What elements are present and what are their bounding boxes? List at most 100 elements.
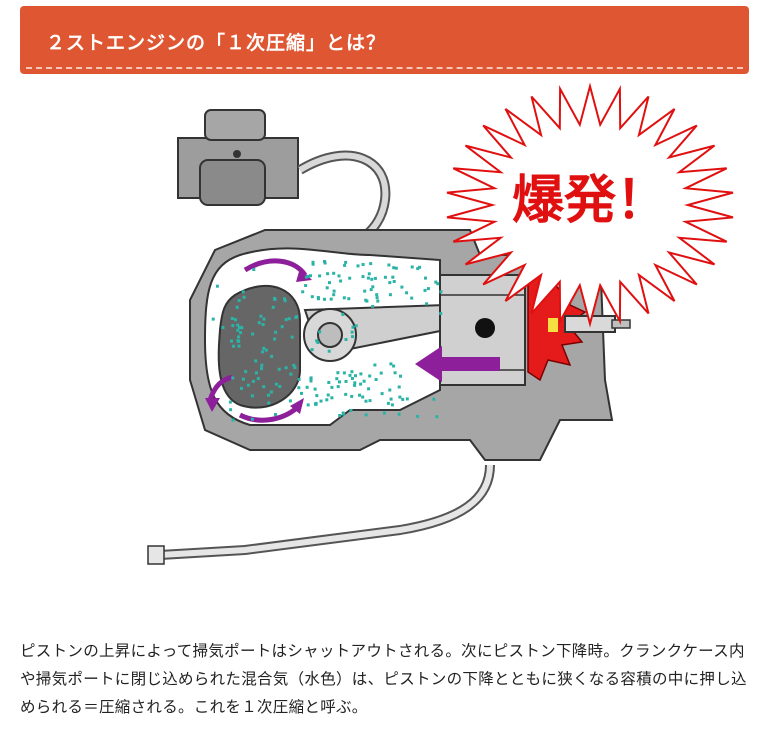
mixture-dot xyxy=(255,371,258,375)
mixture-dot xyxy=(423,288,427,292)
mixture-dot xyxy=(347,297,351,301)
mixture-dot xyxy=(267,393,270,397)
exhaust-pipe xyxy=(147,464,495,565)
mixture-dot xyxy=(241,377,245,381)
mixture-dot xyxy=(283,297,286,301)
mixture-dot xyxy=(401,397,405,401)
mixture-dot xyxy=(309,379,313,383)
mixture-dot xyxy=(386,401,390,405)
mixture-dot xyxy=(315,339,319,343)
mixture-dot xyxy=(310,348,314,352)
mixture-dot xyxy=(439,290,443,294)
mixture-dot xyxy=(242,295,246,299)
mixture-dot xyxy=(389,362,393,366)
mixture-dot xyxy=(328,281,331,285)
mixture-dot xyxy=(280,325,284,329)
mixture-dot xyxy=(364,413,368,417)
mixture-dot xyxy=(373,276,377,280)
mixture-dot xyxy=(264,348,268,352)
mixture-dot xyxy=(325,286,329,290)
mixture-dot xyxy=(318,330,322,334)
mixture-dot xyxy=(418,265,422,269)
mixture-dot xyxy=(237,299,241,302)
mixture-dot xyxy=(350,330,354,334)
mixture-dot xyxy=(350,377,354,380)
mixture-dot xyxy=(327,349,331,353)
crank-flywheel xyxy=(217,285,301,409)
mixture-dot xyxy=(350,394,354,398)
mixture-dot xyxy=(434,280,438,284)
mixture-dot xyxy=(319,399,323,403)
mixture-dot xyxy=(388,281,392,285)
mixture-dot xyxy=(231,376,235,380)
mixture-dot xyxy=(393,371,397,375)
mixture-dot xyxy=(373,363,377,367)
mixture-dot xyxy=(362,379,366,383)
mixture-dot xyxy=(342,371,346,375)
mixture-dot xyxy=(318,274,322,278)
mixture-dot xyxy=(327,381,331,384)
mixture-dot xyxy=(366,276,370,280)
mixture-dot xyxy=(244,370,248,374)
mixture-dot xyxy=(211,317,215,321)
mixture-dot xyxy=(237,326,241,330)
section-header: ２ストエンジンの「１次圧縮」とは？ xyxy=(20,6,749,74)
mixture-dot xyxy=(215,284,219,288)
mixture-dot xyxy=(350,370,354,374)
mixture-dot xyxy=(330,396,334,400)
mixture-dot xyxy=(394,266,398,270)
mixture-dot xyxy=(359,382,363,386)
mixture-dot xyxy=(229,408,233,412)
section-title: ２ストエンジンの「１次圧縮」とは？ xyxy=(46,32,387,54)
mixture-dot xyxy=(287,317,291,321)
mixture-dot xyxy=(336,385,340,389)
mixture-dot xyxy=(292,363,296,367)
mixture-dot xyxy=(368,374,372,378)
mixture-dot xyxy=(232,344,235,348)
mixture-dot xyxy=(361,395,365,399)
mixture-dot xyxy=(436,282,440,286)
mixture-dot xyxy=(325,398,329,402)
mixture-dot xyxy=(240,326,244,330)
mixture-dot xyxy=(363,289,367,293)
mixture-dot xyxy=(316,296,320,299)
mixture-dot xyxy=(344,260,348,264)
mixture-dot xyxy=(236,323,240,327)
flow-arrows xyxy=(205,258,500,423)
mixture-dot xyxy=(425,302,429,306)
burst-label: 爆発！ xyxy=(512,171,668,231)
mixture-dot xyxy=(339,279,343,283)
mixture-dot xyxy=(313,387,317,391)
mixture-dot xyxy=(410,265,414,269)
mixture-dot xyxy=(398,395,402,399)
mixture-dot xyxy=(236,339,240,343)
mixture-dot xyxy=(388,293,392,297)
mixture-dot xyxy=(371,285,375,289)
mixture-dot xyxy=(383,275,387,279)
mixture-dot xyxy=(235,305,239,309)
mixture-dot xyxy=(231,324,235,328)
mixture-dot xyxy=(365,299,369,303)
mixture-dot xyxy=(341,411,345,415)
mixture-dot xyxy=(343,263,347,267)
mixture-dot xyxy=(387,263,391,267)
mixture-dot xyxy=(416,267,420,271)
mixture-dot xyxy=(361,275,365,279)
mixture-dot xyxy=(342,296,346,300)
carburetor xyxy=(177,109,299,206)
mixture-dot xyxy=(332,271,336,275)
mixture-dot xyxy=(289,372,293,376)
mixture-dot xyxy=(273,337,277,341)
mixture-dot xyxy=(397,412,401,416)
mixture-dot xyxy=(338,380,341,384)
mixture-dot xyxy=(336,371,340,375)
mixture-dot xyxy=(341,312,345,316)
mixture-dot xyxy=(351,335,354,339)
mixture-dot xyxy=(369,262,373,266)
mixture-dot xyxy=(251,332,255,336)
mixture-dot xyxy=(310,295,314,299)
mixture-dot xyxy=(300,391,303,395)
mixture-dot xyxy=(375,296,379,300)
mixture-dot xyxy=(306,403,310,407)
mixture-dot xyxy=(262,346,266,350)
